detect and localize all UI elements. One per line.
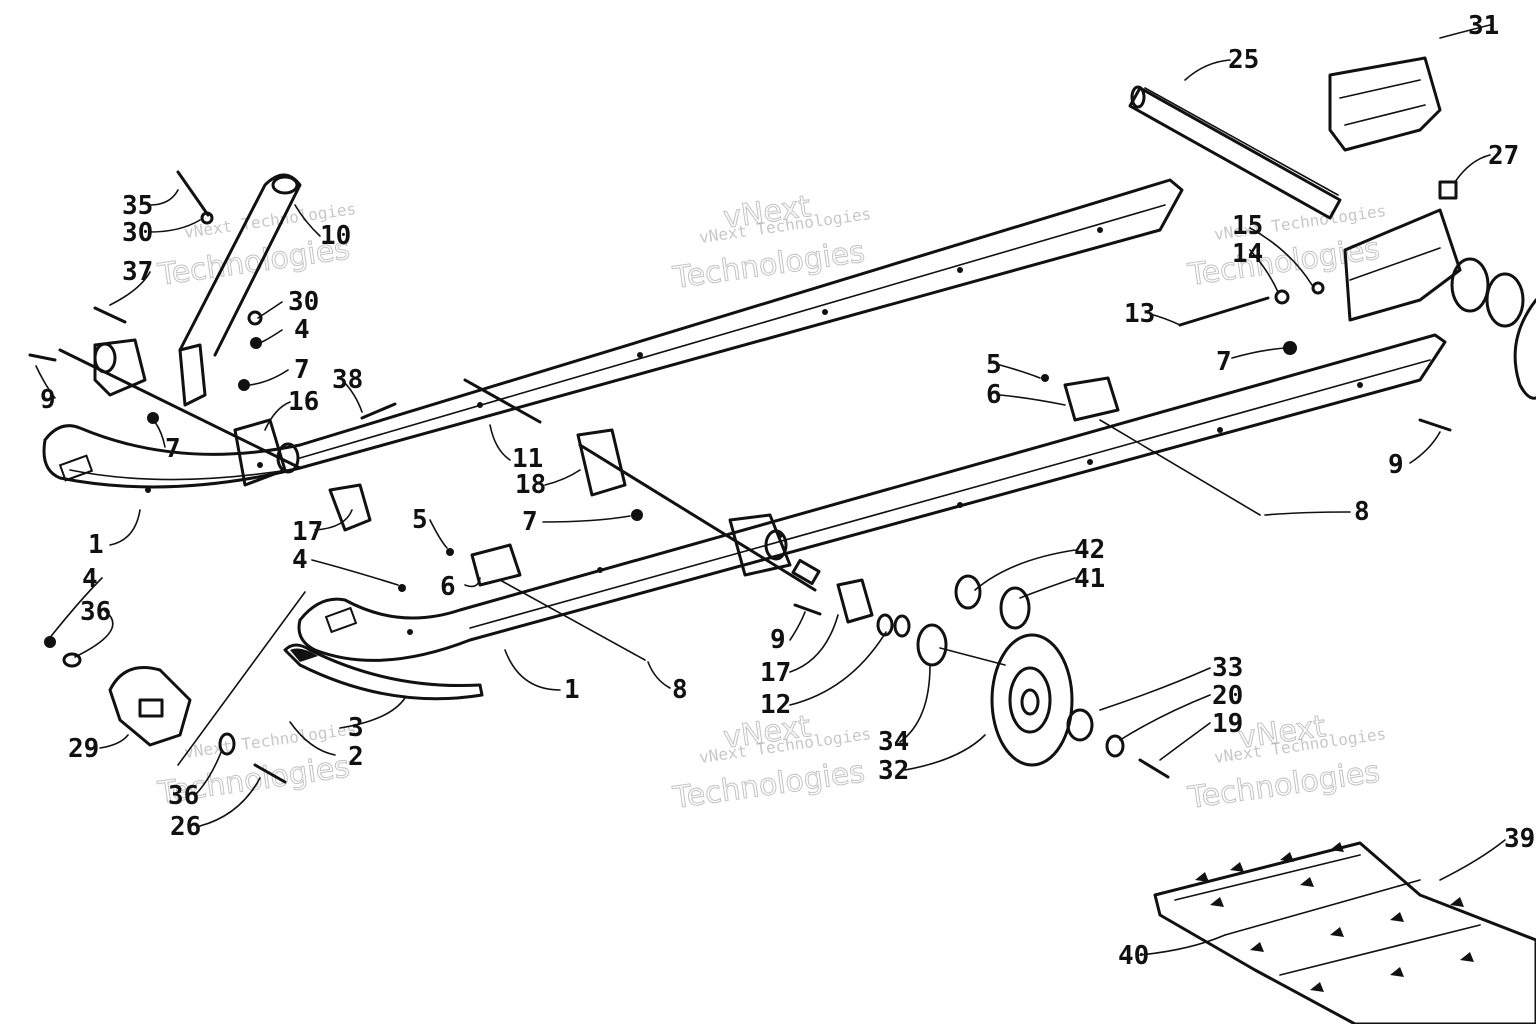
callout-15: 15: [1232, 211, 1263, 241]
callout-labels: 31 25 27 15 14 13 7 5 6 9 8 35 30 10 37 …: [40, 11, 1535, 971]
callout-35: 35: [122, 191, 153, 221]
leader-lines: [35, 24, 1506, 956]
callout-25: 25: [1228, 45, 1259, 75]
callout-8a: 8: [672, 675, 688, 705]
watermark-top-right: vNext Technologies Technologies: [1185, 201, 1388, 294]
callout-16: 16: [288, 387, 319, 417]
callout-7a: 7: [294, 355, 310, 385]
front-arm-assembly: [28, 170, 397, 532]
callout-3: 3: [348, 713, 364, 743]
left-slide-rail: [42, 178, 1184, 493]
callout-17b: 17: [760, 658, 791, 688]
watermark-group: vNext Technologies Technologies vNext vN…: [155, 189, 1388, 817]
callout-18: 18: [515, 470, 546, 500]
callout-37: 37: [122, 257, 153, 287]
callout-29: 29: [68, 734, 99, 764]
callout-7b: 7: [165, 434, 181, 464]
rear-bracket-lower: [1178, 180, 1462, 432]
callout-31: 31: [1468, 11, 1499, 41]
watermark-bottom-center: vNext vNext Technologies Technologies: [670, 709, 873, 817]
callout-9b: 9: [770, 625, 786, 655]
callout-42: 42: [1074, 535, 1105, 565]
callout-30a: 30: [122, 218, 153, 248]
callout-40: 40: [1118, 941, 1149, 971]
callout-9a: 9: [40, 385, 56, 415]
callout-14: 14: [1232, 239, 1263, 269]
rear-bracket-upper: [1328, 56, 1442, 152]
callout-26: 26: [170, 812, 201, 842]
callout-20: 20: [1212, 681, 1243, 711]
front-bumper-block: [44, 584, 406, 784]
callout-9c: 9: [1388, 450, 1404, 480]
wear-strip: [283, 643, 484, 701]
idler-wheel: [916, 574, 1170, 779]
callout-34: 34: [878, 727, 909, 757]
drive-track: [1153, 841, 1536, 1024]
callout-17a: 17: [292, 517, 323, 547]
shock-block-rear: [1041, 374, 1261, 516]
callout-4a: 4: [294, 315, 310, 345]
callout-27: 27: [1488, 141, 1519, 171]
center-shaft-assembly: [463, 378, 911, 638]
callout-32: 32: [878, 756, 909, 786]
callout-7c: 7: [522, 507, 538, 537]
shock-block-front: [446, 543, 646, 661]
callout-30b: 30: [288, 287, 319, 317]
callout-6a: 6: [440, 572, 456, 602]
callout-10: 10: [320, 221, 351, 251]
track-lugs: [1195, 842, 1474, 992]
callout-4b: 4: [292, 545, 308, 575]
callout-1a: 1: [88, 530, 104, 560]
callout-39: 39: [1504, 824, 1535, 854]
callout-5b: 5: [986, 350, 1002, 380]
callout-1b: 1: [564, 675, 580, 705]
callout-19: 19: [1212, 709, 1243, 739]
right-slide-rail: [297, 333, 1447, 662]
callout-7d: 7: [1216, 347, 1232, 377]
callout-2: 2: [348, 742, 364, 772]
callout-41: 41: [1074, 564, 1105, 594]
callout-36a: 36: [80, 597, 111, 627]
callout-4c: 4: [82, 564, 98, 594]
callout-5a: 5: [412, 505, 428, 535]
callout-36b: 36: [168, 781, 199, 811]
callout-13: 13: [1124, 299, 1155, 329]
callout-11: 11: [512, 444, 543, 474]
callout-33: 33: [1212, 653, 1243, 683]
rear-idler-wheel: [1450, 257, 1536, 400]
callout-12: 12: [760, 690, 791, 720]
callout-6b: 6: [986, 380, 1002, 410]
callout-8b: 8: [1354, 497, 1370, 527]
rear-axle: [1128, 85, 1342, 220]
callout-38: 38: [332, 365, 363, 395]
